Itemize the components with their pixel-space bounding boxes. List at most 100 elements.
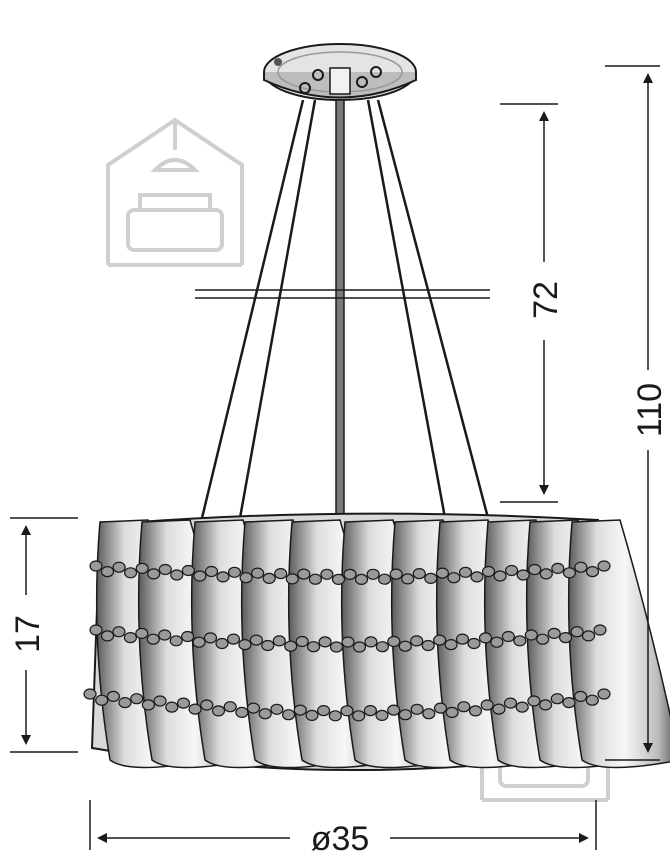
crystal-bead	[455, 633, 470, 645]
crystal-bead	[204, 565, 219, 578]
crystal-bead	[550, 693, 564, 705]
crystal-bead	[135, 562, 149, 575]
crystal-bead	[378, 573, 392, 585]
crystal-bead	[112, 626, 126, 638]
crystal-bead	[261, 639, 275, 652]
crystal-bead	[481, 565, 496, 578]
crystal-bead	[203, 632, 218, 644]
crystal-bead	[305, 709, 319, 722]
crystal-bead	[422, 708, 436, 720]
watermark-logo-top-left	[106, 117, 244, 267]
crystal-bead	[106, 690, 121, 703]
crystal-bead	[528, 563, 542, 576]
crystal-bead	[270, 703, 284, 715]
crystal-bead	[433, 634, 447, 646]
crystal-bead	[515, 701, 529, 713]
crystal-bead	[89, 560, 103, 572]
crystal-bead	[389, 568, 403, 580]
crystal-bead	[562, 696, 576, 709]
dimension-total-height: 110	[605, 65, 669, 761]
crystal-bead	[375, 641, 389, 653]
crystal-bead	[181, 630, 195, 643]
crystal-bead	[352, 710, 366, 722]
crystal-bead	[343, 568, 357, 581]
crystal-bead	[366, 568, 380, 580]
crystal-bead	[457, 701, 471, 713]
crystal-bead	[401, 573, 415, 585]
crystal-bead	[501, 630, 515, 643]
crystal-bead	[118, 696, 132, 709]
crystal-bead	[581, 630, 596, 642]
crystal-bead	[387, 635, 401, 648]
crystal-bead	[130, 693, 144, 705]
crystal-bead	[421, 639, 435, 652]
crystal-bead	[551, 562, 565, 575]
crystal-bead	[181, 564, 195, 577]
crystal-bead	[282, 709, 296, 721]
crystal-bead	[573, 690, 588, 703]
crystal-bead	[215, 637, 229, 650]
crystal-bead	[445, 706, 459, 719]
crystal-bead	[320, 568, 334, 580]
label-cable-length: 72	[527, 281, 565, 319]
crystal-bead	[424, 572, 438, 585]
crystal-bead	[124, 567, 138, 579]
crystal-bead	[505, 564, 519, 577]
crystal-bead	[95, 694, 109, 706]
crystal-bead	[193, 570, 207, 582]
crystal-bead	[410, 635, 424, 647]
crystal-bead	[295, 635, 309, 648]
crystal-bead	[398, 709, 412, 721]
crystal-bead	[238, 638, 252, 651]
crystal-bead	[318, 636, 332, 648]
crystal-bead	[570, 626, 584, 638]
crystal-bead	[364, 636, 378, 648]
crystal-bead	[123, 631, 137, 644]
crystal-bead	[574, 561, 588, 573]
crystal-bead	[146, 633, 160, 645]
dimension-diameter: ø35	[89, 800, 597, 858]
crystal-bead	[226, 633, 241, 645]
crystal-bead	[249, 634, 263, 646]
crystal-bead	[468, 705, 483, 717]
crystal-bead	[354, 573, 369, 586]
crystal-bead	[239, 572, 253, 584]
crystal-bead-rows	[83, 560, 611, 722]
crystal-bead	[141, 699, 155, 711]
crystal-bead	[258, 708, 272, 720]
crystal-bead	[410, 703, 424, 715]
crystal-bead	[112, 561, 126, 573]
crystal-bead	[235, 706, 249, 719]
crystal-bead	[83, 688, 97, 700]
crystal-bead	[89, 624, 103, 636]
crystal-bead	[467, 637, 481, 650]
crystal-bead	[170, 569, 184, 581]
crystal-bead	[597, 688, 611, 700]
label-diameter: ø35	[311, 820, 370, 858]
crystal-bead	[317, 704, 331, 717]
crystal-bead	[211, 705, 226, 717]
crystal-bead	[329, 641, 344, 653]
crystal-bead	[246, 702, 261, 714]
crystal-bead	[490, 636, 504, 648]
crystal-bead	[524, 629, 538, 641]
crystal-bead	[470, 571, 484, 583]
crystal-bead	[493, 570, 507, 582]
crystal-bead	[340, 705, 354, 717]
crystal-bead	[363, 704, 377, 717]
crystal-bead	[147, 568, 161, 580]
shade-strip	[567, 519, 670, 769]
crystal-bead	[536, 633, 550, 645]
crystal-bead	[331, 573, 346, 586]
crystal-bead	[585, 565, 600, 578]
crystal-bead	[503, 697, 518, 709]
crystal-bead	[375, 709, 389, 722]
crystal-bead	[480, 699, 494, 711]
crystal-bead	[285, 573, 299, 585]
crystal-bead	[272, 635, 286, 647]
crystal-bead	[341, 636, 355, 648]
crystal-bead	[328, 710, 342, 722]
crystal-bead	[284, 640, 298, 652]
crystal-bead	[458, 566, 473, 578]
cable-cut-marker	[195, 289, 490, 299]
